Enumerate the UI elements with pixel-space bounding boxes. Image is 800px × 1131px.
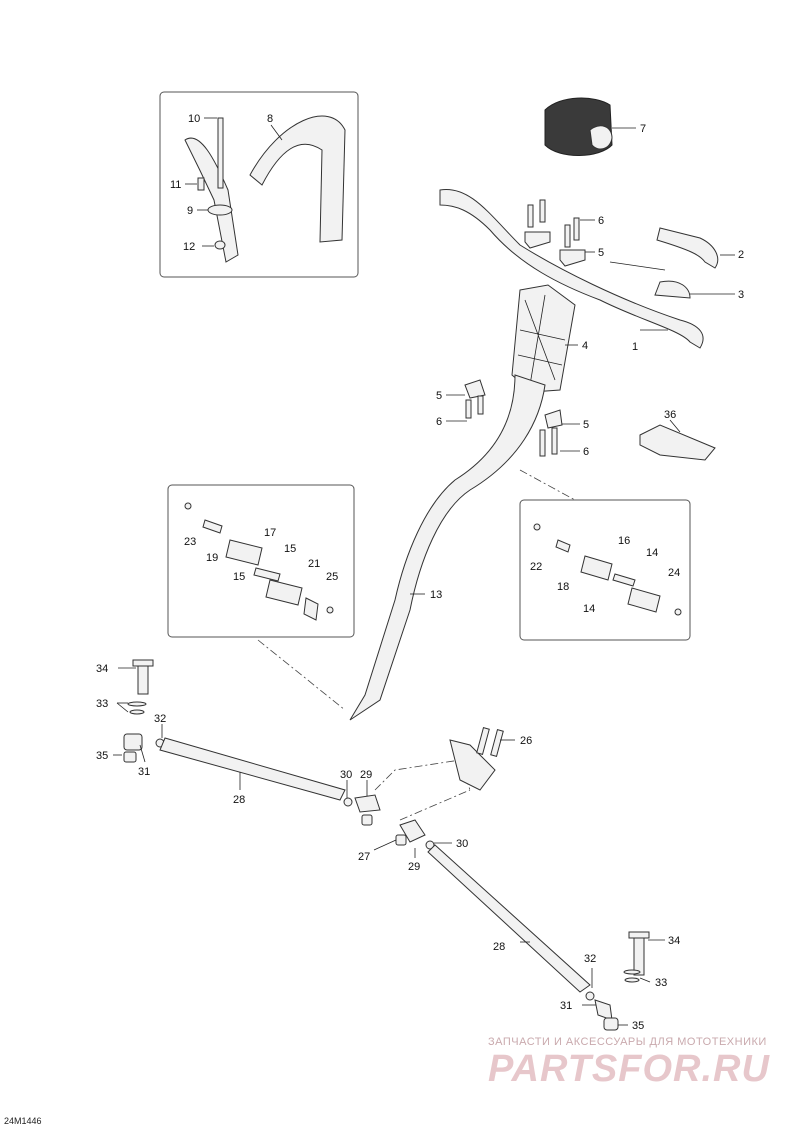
label-28-lower: 28: [493, 941, 505, 953]
label-7: 7: [640, 123, 646, 135]
watermark-caption: ЗАПЧАСТИ И АКСЕССУАРЫ ДЛЯ МОТОТЕХНИКИ: [488, 1036, 767, 1048]
label-36: 36: [664, 409, 676, 421]
label-33-upper: 33: [96, 698, 108, 710]
tie-rod-upper: [123, 659, 381, 826]
steering-arm: [449, 727, 504, 791]
grip-right: [656, 227, 719, 269]
lower-clamps: [464, 379, 563, 457]
leader-drag-link: [374, 759, 471, 821]
label-22: 22: [530, 561, 542, 573]
inset-box-clamp: [159, 91, 359, 278]
label-31-lower: 31: [560, 1000, 572, 1012]
label-4: 4: [582, 340, 588, 352]
steering-column: [349, 374, 546, 721]
label-30-lower: 30: [456, 838, 468, 850]
label-2: 2: [738, 249, 744, 261]
label-23: 23: [184, 536, 196, 548]
label-32-upper: 32: [154, 713, 166, 725]
upper-clamps: [524, 199, 586, 267]
label-5-top: 5: [598, 247, 604, 259]
label-11: 11: [170, 179, 181, 191]
label-34-upper: 34: [96, 663, 108, 675]
label-5-right: 5: [583, 419, 589, 431]
label-14-b: 14: [583, 603, 595, 615]
inset-right-parts: [533, 523, 682, 616]
label-16: 16: [618, 535, 630, 547]
inset-left-parts: [184, 502, 334, 621]
label-18: 18: [557, 581, 569, 593]
label-5-left: 5: [436, 390, 442, 402]
plate: [639, 424, 716, 461]
label-1: 1: [632, 341, 638, 353]
label-6-right: 6: [583, 446, 589, 458]
label-14-a: 14: [646, 547, 658, 559]
label-26: 26: [520, 735, 532, 747]
label-29-upper: 29: [360, 769, 372, 781]
handlebar: [439, 188, 704, 349]
label-12: 12: [183, 241, 195, 253]
handlebar-pad: [544, 97, 613, 156]
label-24: 24: [668, 567, 680, 579]
label-35-upper: 35: [96, 750, 108, 762]
label-17: 17: [264, 527, 276, 539]
label-29-lower: 29: [408, 861, 420, 873]
label-21: 21: [308, 558, 320, 570]
label-27: 27: [358, 851, 370, 863]
label-6-top: 6: [598, 215, 604, 227]
label-33-lower: 33: [655, 977, 667, 989]
riser-block: [511, 284, 576, 393]
leader-column-to-right-inset: [519, 469, 576, 501]
label-8: 8: [267, 113, 273, 125]
label-13: 13: [430, 589, 442, 601]
label-32-lower: 32: [584, 953, 596, 965]
label-34-lower: 34: [668, 935, 680, 947]
label-9: 9: [187, 205, 193, 217]
inset-clamp-parts: [184, 115, 346, 263]
label-15-a: 15: [284, 543, 296, 555]
inset-box-left: [167, 484, 355, 638]
watermark-logo: PARTSFOR.RU: [488, 1048, 770, 1090]
label-35-lower: 35: [632, 1020, 644, 1032]
label-25: 25: [326, 571, 338, 583]
label-30-upper: 30: [340, 769, 352, 781]
label-19: 19: [206, 552, 218, 564]
document-code: 24M1446: [4, 1116, 42, 1126]
leader-column-to-left-inset: [257, 639, 346, 711]
label-28-upper: 28: [233, 794, 245, 806]
label-31-upper: 31: [138, 766, 150, 778]
label-3: 3: [738, 289, 744, 301]
inset-box-right: [519, 499, 691, 641]
label-10: 10: [188, 113, 200, 125]
grip-left: [654, 280, 691, 299]
label-15-b: 15: [233, 571, 245, 583]
tie-rod-lower: [395, 819, 650, 1031]
label-6-left: 6: [436, 416, 442, 428]
